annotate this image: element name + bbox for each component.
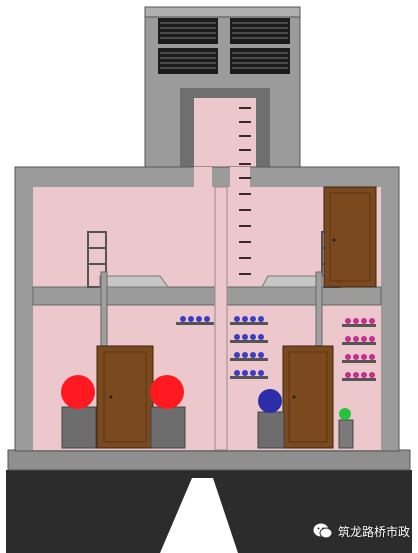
- tower-shaft-interior: [194, 98, 256, 168]
- hatch-left: [99, 275, 169, 288]
- louver-vent: [230, 18, 290, 44]
- louver-vent: [230, 48, 290, 74]
- center-divider-wall: [214, 186, 228, 451]
- louver-slats: [160, 22, 288, 69]
- door-lower-left: [96, 345, 154, 449]
- upper-ladder-left: [87, 231, 107, 288]
- shelf-items-magenta: [345, 318, 375, 378]
- wechat-icon: [313, 523, 333, 539]
- shaft-column: [194, 167, 212, 187]
- pedestal-small: [338, 419, 354, 449]
- pedestal-right: [257, 411, 285, 449]
- floor-slab: [32, 286, 382, 306]
- shelf-group-right: [342, 324, 376, 381]
- louver-vent-group: [158, 18, 290, 74]
- watermark-text: 筑龙路桥市政: [337, 524, 410, 539]
- shelf-items-blue: [180, 316, 264, 376]
- door-lower-right: [282, 345, 334, 449]
- shaft-ladder: [239, 107, 251, 275]
- louver-vent: [158, 48, 218, 74]
- blue-tank: [258, 389, 282, 413]
- base-foundation: [6, 470, 412, 553]
- pedestal-mid: [150, 406, 186, 449]
- door-upper-right: [323, 186, 377, 288]
- base-ledge: [7, 449, 411, 471]
- red-tank: [150, 375, 184, 409]
- watermark: 筑龙路桥市政: [313, 521, 410, 541]
- louver-vent: [158, 18, 218, 44]
- pedestal-left: [61, 406, 97, 449]
- green-fixture: [339, 408, 351, 420]
- shelf-group-center: [176, 322, 268, 379]
- red-tank: [61, 375, 95, 409]
- tower-cap: [144, 6, 301, 18]
